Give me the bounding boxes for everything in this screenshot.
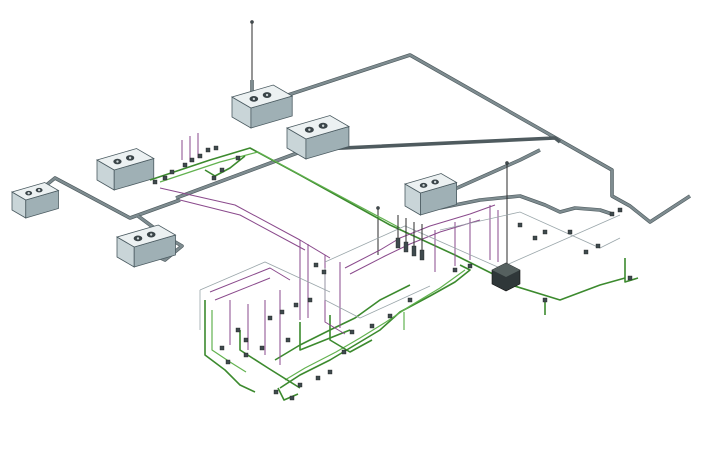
valve-icon xyxy=(182,162,188,168)
valve-fittings xyxy=(152,145,633,401)
valve-icon xyxy=(387,313,393,319)
valve-icon xyxy=(583,249,589,255)
valve-icon xyxy=(169,169,175,175)
valve-icon xyxy=(369,323,375,329)
riser-cap xyxy=(250,20,254,24)
valve-icon xyxy=(609,211,615,217)
valve-icon xyxy=(219,345,225,351)
valve-icon xyxy=(293,302,299,308)
outdoor-unit-condenser-unit xyxy=(230,84,294,129)
outdoor-unit-condenser-unit xyxy=(10,182,60,219)
valve-icon xyxy=(297,382,303,388)
valve-icon xyxy=(467,263,473,269)
outdoor-unit-condenser-unit xyxy=(285,115,350,160)
valve-icon xyxy=(542,229,548,235)
valve-icon xyxy=(225,359,231,365)
valve-icon xyxy=(273,389,279,395)
valve-icon xyxy=(289,395,295,401)
valve-icon xyxy=(285,337,291,343)
valve-icon xyxy=(235,155,241,161)
riser-cap xyxy=(505,161,509,165)
valve-icon xyxy=(205,147,211,153)
equipment-box xyxy=(491,262,521,292)
valve-icon xyxy=(213,145,219,151)
valve-icon xyxy=(349,329,355,335)
valve-icon xyxy=(407,297,413,303)
valve-icon xyxy=(267,315,273,321)
valve-icon xyxy=(243,352,249,358)
supply-pipe-network xyxy=(159,133,499,365)
valve-icon xyxy=(542,297,548,303)
valve-icon xyxy=(341,349,347,355)
valve-icon xyxy=(279,309,285,315)
valve-icon xyxy=(532,235,538,241)
valve-icon xyxy=(259,345,265,351)
valve-icon xyxy=(313,262,319,268)
valve-icon xyxy=(617,207,623,213)
valve-icon xyxy=(219,167,225,173)
valve-icon xyxy=(567,229,573,235)
valve-icon xyxy=(152,179,158,185)
valve-icon xyxy=(321,269,327,275)
valve-icon xyxy=(517,222,523,228)
riser-cap xyxy=(376,206,380,210)
valve-icon xyxy=(627,275,633,281)
valve-icon xyxy=(452,267,458,273)
outdoor-unit-condenser-unit xyxy=(95,148,155,191)
valve-icon xyxy=(327,369,333,375)
outdoor-unit-condenser-unit xyxy=(403,173,458,216)
valve-icon xyxy=(595,243,601,249)
branch-controllers xyxy=(395,215,425,261)
reference-lines xyxy=(199,211,621,330)
valve-icon xyxy=(189,157,195,163)
valve-icon xyxy=(315,375,321,381)
vertical-risers xyxy=(250,20,509,270)
valve-icon xyxy=(235,327,241,333)
outdoor-unit-condenser-unit xyxy=(115,224,177,268)
valve-icon xyxy=(211,175,217,181)
valve-icon xyxy=(197,153,203,159)
valve-icon xyxy=(243,337,249,343)
valve-icon xyxy=(162,175,168,181)
valve-icon xyxy=(307,297,313,303)
condensate-pipe-network xyxy=(149,147,639,401)
